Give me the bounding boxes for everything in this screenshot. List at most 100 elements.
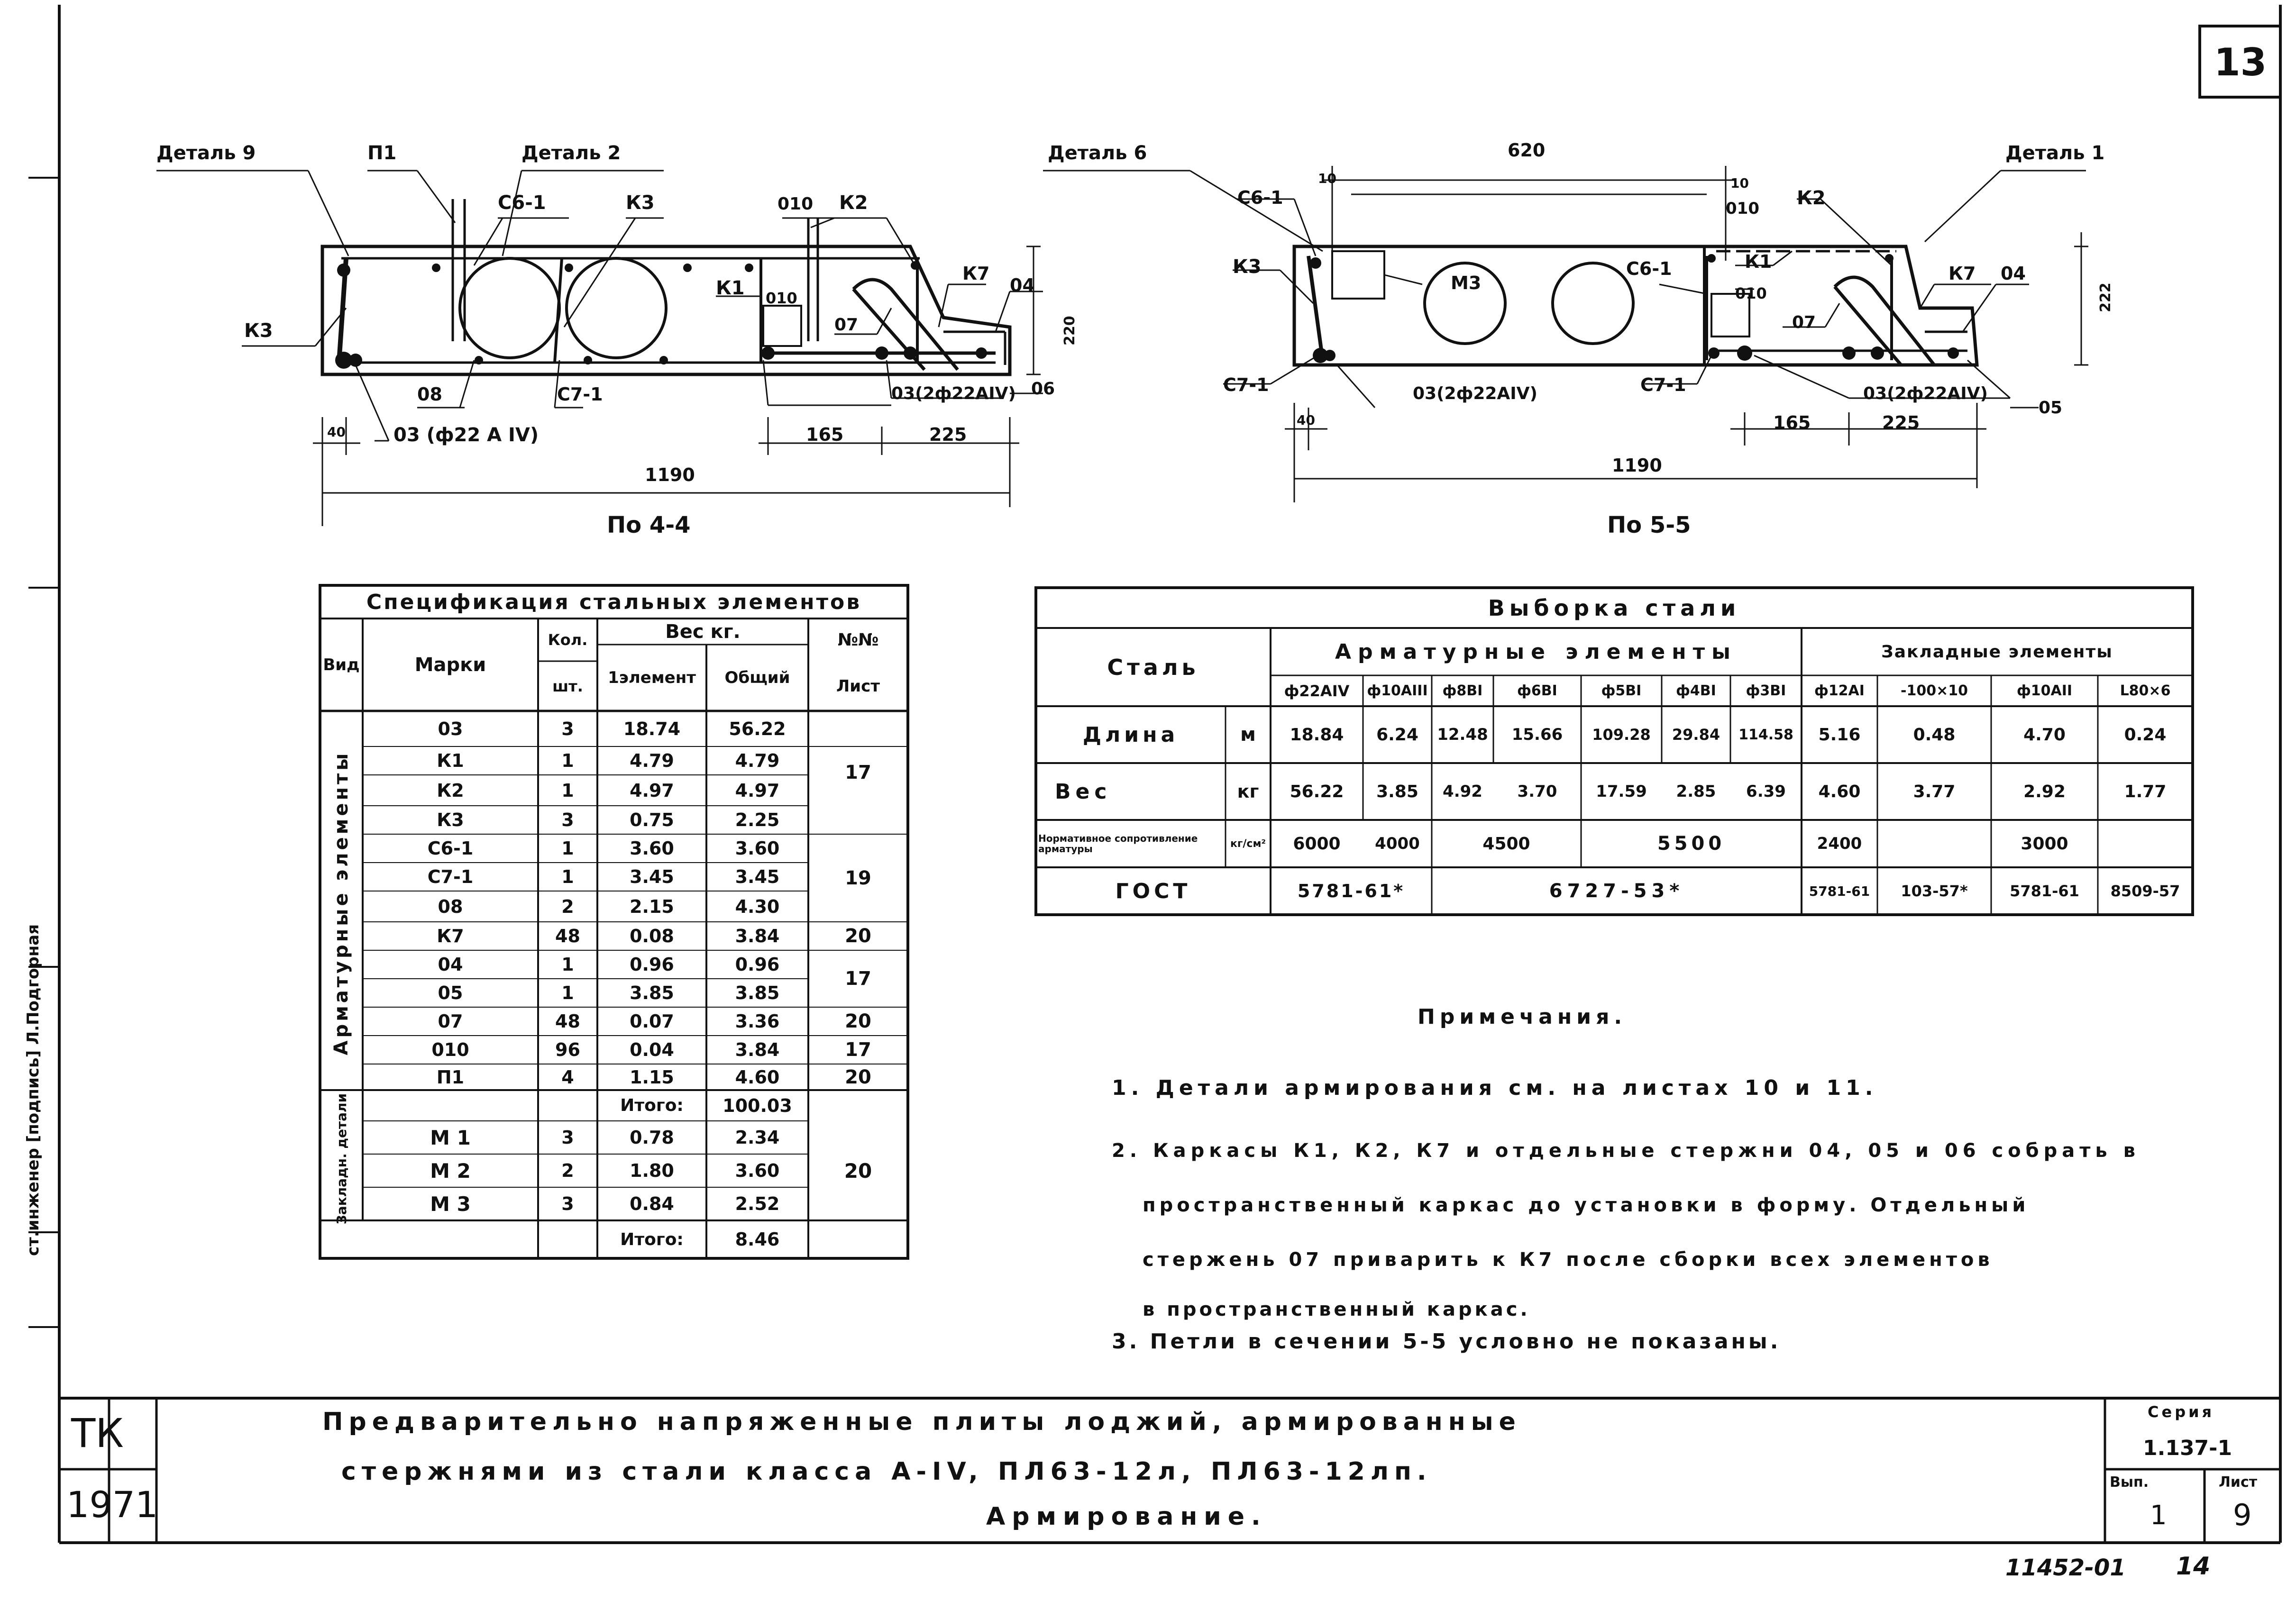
spec-header-list-top: №№ bbox=[837, 630, 879, 650]
spec-row-elem: 3.45 bbox=[630, 866, 674, 887]
spec-total1-label: Итого: bbox=[620, 1096, 684, 1115]
label-dim165: 165 bbox=[1773, 412, 1811, 433]
spec-row-obsh: 4.79 bbox=[735, 750, 780, 771]
section-4-4-drawing bbox=[156, 170, 1043, 526]
steel-col-header: ф10АIII bbox=[1367, 682, 1428, 699]
spec-row-kol: 96 bbox=[555, 1039, 580, 1060]
label-m3: М3 bbox=[1451, 273, 1482, 293]
spec-row-list: 17 bbox=[845, 968, 871, 990]
label-o10-top: 010 bbox=[778, 194, 814, 214]
note-3: 3. Петли в сечении 5-5 условно не показа… bbox=[1112, 1329, 1781, 1354]
spec-row-elem: 2.15 bbox=[630, 896, 674, 917]
steel-weight-value: 2.85 bbox=[1676, 782, 1716, 801]
void-circle-4 bbox=[1551, 262, 1635, 345]
spec-row-list: 17 bbox=[845, 1039, 871, 1061]
label-c71-left: С7-1 bbox=[1223, 374, 1269, 395]
spec-row-elem: 4.79 bbox=[630, 750, 674, 771]
spec-row-kol: 1 bbox=[561, 780, 574, 801]
steel-length-value: 0.48 bbox=[1913, 725, 1956, 745]
steel-length-value: 15.66 bbox=[1511, 725, 1563, 744]
spec-row-elem: 3.60 bbox=[630, 838, 674, 859]
section-5-5-drawing bbox=[1043, 166, 2088, 502]
label-o5: 05 bbox=[2039, 398, 2063, 418]
spec-row2-marka: М 1 bbox=[430, 1126, 471, 1149]
title-series-value: 1.137-1 bbox=[2143, 1436, 2232, 1460]
steel-length-value: 12.48 bbox=[1437, 725, 1488, 744]
spec-row-marka: С6-1 bbox=[427, 838, 474, 859]
spec-row-marka: К7 bbox=[437, 926, 464, 946]
steel-col-header: ф6ВI bbox=[1517, 682, 1557, 699]
steel-resist-value: 6000 bbox=[1293, 834, 1341, 854]
spec-row-marka: П1 bbox=[436, 1066, 465, 1088]
spec-row-marka: 03 bbox=[438, 718, 463, 739]
steel-weight-value: 4.60 bbox=[1818, 782, 1861, 801]
label-k3-left: К3 bbox=[244, 320, 273, 342]
title-line-1: Предварительно напряженные плиты лоджий,… bbox=[322, 1408, 1521, 1436]
spec-row-kol: 1 bbox=[561, 750, 574, 771]
spec-header-marka: Марки bbox=[414, 654, 486, 676]
spec-row-obsh: 3.36 bbox=[735, 1011, 780, 1032]
spec-header-obsh: Общий bbox=[724, 668, 790, 687]
label-dim10-right: 10 bbox=[1730, 175, 1749, 191]
spec-header-ves: Вес кг. bbox=[665, 620, 741, 643]
spec-row-obsh: 4.60 bbox=[735, 1066, 780, 1088]
steel-weight-value: 2.92 bbox=[2023, 782, 2066, 801]
title-line-2: стержнями из стали класса А-IV, ПЛ63-12л… bbox=[341, 1457, 1432, 1486]
label-dim165: 165 bbox=[806, 424, 844, 445]
spec-row-elem: 0.04 bbox=[630, 1039, 674, 1060]
steel-length-value: 109.28 bbox=[1592, 726, 1651, 744]
label-c71: С7-1 bbox=[557, 384, 603, 405]
steel-gost-value: 8509-57 bbox=[2110, 882, 2180, 900]
title-issue-label: Вып. bbox=[2110, 1474, 2149, 1491]
spec-row2-elem: 0.78 bbox=[630, 1127, 674, 1148]
spec-row2-marka: М 2 bbox=[430, 1159, 471, 1183]
steel-col-header: ф22АIV bbox=[1284, 682, 1350, 700]
label-detail9: Деталь 9 bbox=[156, 142, 256, 164]
label-k7: К7 bbox=[962, 263, 990, 284]
spec-row-elem: 0.07 bbox=[630, 1011, 674, 1032]
label-c61: С6-1 bbox=[498, 192, 546, 214]
label-detail6: Деталь 6 bbox=[1048, 142, 1147, 164]
label-k2: К2 bbox=[1797, 187, 1826, 209]
steel-weight-value: 1.77 bbox=[2124, 782, 2167, 801]
label-k1: К1 bbox=[716, 277, 745, 299]
spec-row-kol: 2 bbox=[561, 896, 574, 917]
notes-title: Примечания. bbox=[1418, 1005, 1627, 1029]
label-k3-top: К3 bbox=[626, 192, 655, 214]
spec-row-kol: 48 bbox=[555, 926, 580, 946]
label-dim225: 225 bbox=[929, 424, 967, 445]
label-c61-top: С6-1 bbox=[1237, 187, 1283, 208]
steel-resist-value: 4500 bbox=[1482, 834, 1530, 854]
steel-col-header: ф8ВI bbox=[1442, 682, 1483, 699]
steel-length-value: 18.84 bbox=[1290, 725, 1344, 745]
steel-col-header: ф3ВI bbox=[1746, 682, 1786, 699]
spec-row2-kol: 3 bbox=[561, 1127, 574, 1148]
spec-row-kol: 1 bbox=[561, 838, 574, 859]
title-tk: ТК bbox=[71, 1410, 124, 1456]
title-sheet-value: 9 bbox=[2233, 1498, 2252, 1532]
note-2a: 2. Каркасы К1, К2, К7 и отдельные стержн… bbox=[1112, 1140, 2140, 1162]
spec-group-embedded: Закладн. детали bbox=[333, 1093, 349, 1225]
steel-table-grid bbox=[1034, 586, 2194, 916]
label-o6: 06 bbox=[1031, 379, 1055, 399]
spec-row-marka: 05 bbox=[438, 982, 463, 1003]
label-o7: 07 bbox=[1792, 313, 1816, 332]
spec-row-marka: К3 bbox=[437, 810, 464, 830]
steel-length-value: 4.70 bbox=[2023, 725, 2066, 745]
steel-resist-value: 2400 bbox=[1817, 834, 1862, 853]
steel-col-header: L80×6 bbox=[2120, 682, 2171, 699]
label-detail1: Деталь 1 bbox=[2005, 142, 2105, 164]
spec-row-marka: 010 bbox=[431, 1039, 469, 1060]
label-o4: 04 bbox=[2001, 263, 2026, 284]
spec-row2-kol: 2 bbox=[561, 1160, 574, 1181]
label-dim40: 40 bbox=[327, 424, 346, 440]
label-o3-left: 03 (ф22 А IV) bbox=[393, 424, 539, 446]
steel-row-weight-unit: кг bbox=[1237, 781, 1259, 802]
label-o10-mid: 010 bbox=[766, 289, 797, 307]
label-k3: К3 bbox=[1233, 256, 1262, 278]
note-2d: в пространственный каркас. bbox=[1143, 1299, 1530, 1320]
steel-gost-value: 5781-61 bbox=[1809, 883, 1870, 899]
note-1: 1. Детали армирования см. на листах 10 и… bbox=[1112, 1076, 1878, 1100]
label-dim1190: 1190 bbox=[645, 464, 695, 485]
